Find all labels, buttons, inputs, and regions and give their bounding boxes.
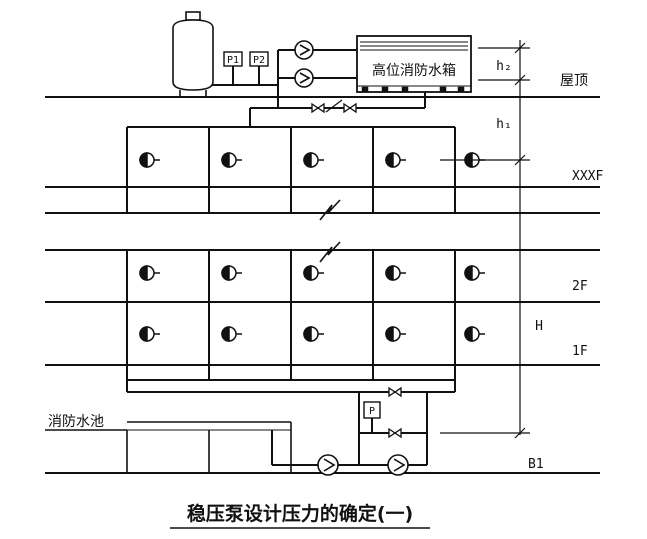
sprinkler-head xyxy=(464,326,485,342)
gauge-p-box xyxy=(363,401,381,419)
high-level-tank xyxy=(356,35,472,93)
diagram-caption: 稳压泵设计压力的确定(一) xyxy=(187,502,413,525)
floor-lines xyxy=(45,96,600,474)
check-valve-icon xyxy=(325,99,343,113)
gauge-p1-box xyxy=(223,51,243,67)
floor-2-label: 2F xyxy=(572,279,588,294)
sprinkler-head xyxy=(221,152,242,168)
valve-icon xyxy=(343,102,357,114)
dimension-lines xyxy=(440,40,530,439)
break-marks xyxy=(319,199,341,263)
roof-pump-upper-icon xyxy=(294,40,314,60)
sprinkler-head xyxy=(139,326,160,342)
valves xyxy=(311,99,402,439)
break-mark-lower xyxy=(319,241,341,263)
floor-1-label: 1F xyxy=(572,344,588,359)
valve-icon xyxy=(311,102,325,114)
fire-pool xyxy=(45,421,292,473)
sprinkler-heads xyxy=(139,152,485,342)
sprinkler-head xyxy=(221,326,242,342)
sprinkler-head xyxy=(385,265,406,281)
break-mark-upper xyxy=(319,199,341,221)
basement-pump-left-icon xyxy=(317,454,339,476)
basement-label: B1 xyxy=(528,457,544,472)
valve-icon xyxy=(388,427,402,439)
basement-pump-right-icon xyxy=(387,454,409,476)
dim-h1-label: h₁ xyxy=(496,117,512,132)
dim-h2-label: h₂ xyxy=(496,59,512,74)
sprinkler-head xyxy=(303,326,324,342)
roof-label: 屋顶 xyxy=(560,73,588,89)
sprinkler-head xyxy=(385,152,406,168)
sprinkler-head xyxy=(303,152,324,168)
tank-label: 高位消防水箱 xyxy=(372,62,456,79)
gauge-p1-label: P1 xyxy=(227,55,239,66)
gauges xyxy=(223,51,381,419)
pumps xyxy=(294,40,409,476)
sprinkler-head xyxy=(139,152,160,168)
gauge-p-label: P xyxy=(369,406,375,417)
sprinkler-head xyxy=(464,265,485,281)
sprinkler-head xyxy=(221,265,242,281)
gauge-p2-box xyxy=(249,51,269,67)
top-floor-label: XXXF xyxy=(572,169,603,184)
roof-pump-lower-icon xyxy=(294,68,314,88)
sprinkler-head xyxy=(385,326,406,342)
valve-icon xyxy=(388,386,402,398)
pressure-tank-icon xyxy=(172,11,214,97)
gauge-p2-label: P2 xyxy=(253,55,265,66)
sprinkler-head xyxy=(303,265,324,281)
sprinkler-head xyxy=(139,265,160,281)
pool-label: 消防水池 xyxy=(48,414,104,430)
dim-H-label: H xyxy=(535,319,543,334)
pipe-network xyxy=(126,49,456,466)
